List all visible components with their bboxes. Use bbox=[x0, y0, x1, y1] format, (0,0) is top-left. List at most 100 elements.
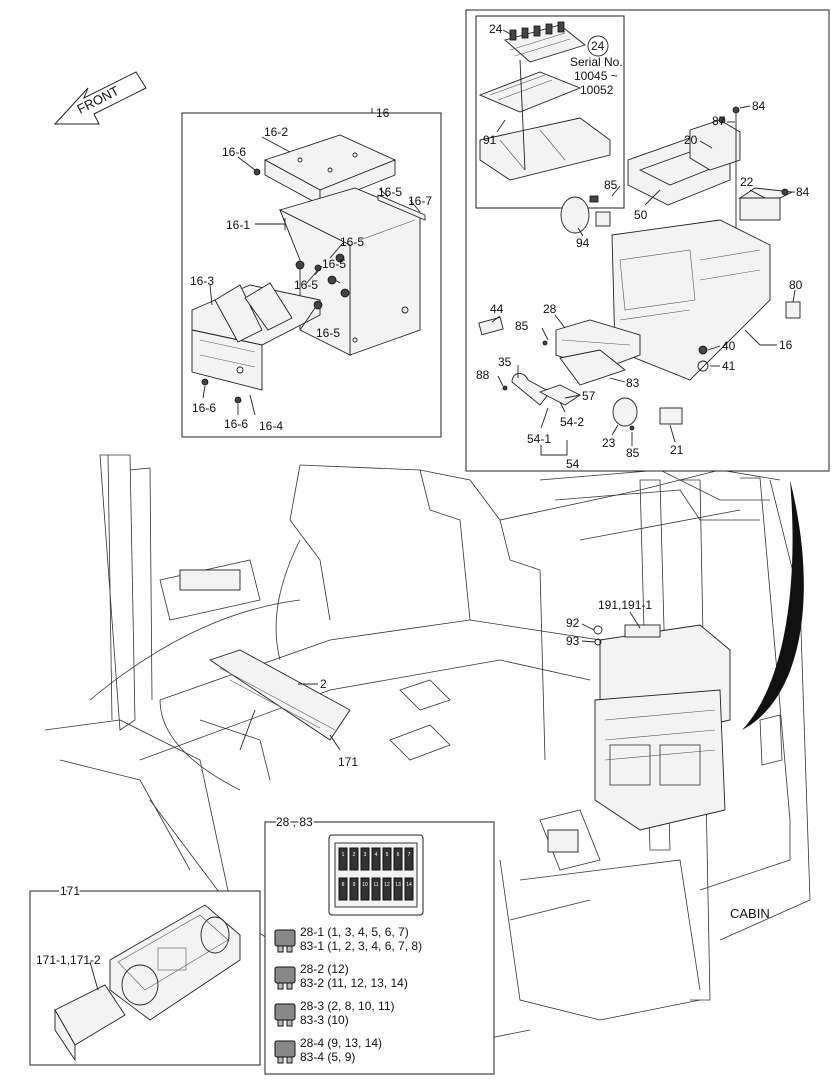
callout-16-5-rail: 16-5 bbox=[378, 185, 402, 199]
detail-box-16: 16 bbox=[181, 106, 442, 438]
serial-range-1: 10045 ~ bbox=[574, 69, 618, 83]
callout-83: 83 bbox=[626, 376, 640, 390]
callout-40: 40 bbox=[722, 339, 736, 353]
callout-21: 21 bbox=[670, 443, 684, 457]
fuse-slot bbox=[360, 847, 370, 871]
fuse-slot-number: 1 bbox=[342, 852, 345, 858]
fuse-box-title: 28 , 83 bbox=[276, 815, 313, 829]
callout-24-circle: 24 bbox=[591, 39, 605, 53]
fuse-slot-number: 2 bbox=[353, 852, 356, 858]
callout-16-6-bottom: 16-6 bbox=[224, 417, 248, 431]
fuse-legend-line-83: 83-3 (10) bbox=[300, 1013, 349, 1027]
fuse-slot bbox=[404, 877, 414, 901]
callout-80: 80 bbox=[789, 278, 803, 292]
cab-electrical-box: 191,191-1 92 93 bbox=[566, 598, 731, 831]
fuse-slot-number: 8 bbox=[342, 882, 345, 888]
callout-16-3: 16-3 bbox=[190, 274, 214, 288]
relay-block-24 bbox=[478, 21, 611, 181]
callout-16-1: 16-1 bbox=[226, 218, 250, 232]
fuse-slot bbox=[371, 877, 381, 901]
fuse-slot-number: 7 bbox=[408, 852, 411, 858]
fuse-slot bbox=[371, 847, 381, 871]
fuse-slot bbox=[338, 847, 348, 871]
callout-84-right: 84 bbox=[796, 185, 810, 199]
callout-16-6-top: 16-6 bbox=[222, 145, 246, 159]
callout-54: 54 bbox=[566, 457, 580, 471]
fuse-slot bbox=[393, 847, 403, 871]
callout-16-4: 16-4 bbox=[259, 419, 283, 433]
callout-84-top: 84 bbox=[752, 99, 766, 113]
callout-50: 50 bbox=[634, 208, 648, 222]
fuse-legend-line-83: 83-2 (11, 12, 13, 14) bbox=[300, 976, 408, 990]
callout-2: 2 bbox=[320, 677, 327, 691]
fuse-slot bbox=[349, 877, 359, 901]
callout-24: 24 bbox=[489, 22, 503, 36]
fuse-legend-line-28: 28-2 (12) bbox=[300, 962, 349, 976]
callout-44: 44 bbox=[490, 302, 504, 316]
fuse-slot-number: 9 bbox=[353, 882, 356, 888]
fuse-slot-number: 13 bbox=[395, 882, 401, 888]
callout-41: 41 bbox=[722, 359, 736, 373]
fuse-slot-number: 11 bbox=[373, 882, 378, 888]
callout-22: 22 bbox=[740, 175, 754, 189]
callout-54-2: 54-2 bbox=[560, 415, 584, 429]
blade-fuse-icon bbox=[274, 929, 296, 953]
callout-16-7: 16-7 bbox=[408, 194, 432, 208]
blade-fuse-icon bbox=[274, 1003, 296, 1027]
fuse-slot bbox=[382, 847, 392, 871]
callout-35: 35 bbox=[498, 355, 512, 369]
blade-fuse-icon bbox=[274, 1040, 296, 1064]
callout-93: 93 bbox=[566, 634, 580, 648]
fuse-slot-number: 4 bbox=[375, 852, 378, 858]
fuse-slot bbox=[382, 877, 392, 901]
fuse-slot-number: 10 bbox=[362, 882, 368, 888]
callout-57: 57 bbox=[582, 389, 596, 403]
fuse-legend-list: 28-1 (1, 3, 4, 5, 6, 7)83-1 (1, 2, 3, 4,… bbox=[274, 925, 422, 1064]
callout-16-5-b: 16-5 bbox=[322, 257, 346, 271]
fuse-slot-number: 6 bbox=[397, 852, 400, 858]
callout-16-5-d: 16-5 bbox=[316, 326, 340, 340]
callout-85-top: 85 bbox=[604, 178, 618, 192]
fuse-slot bbox=[360, 877, 370, 901]
callout-88: 88 bbox=[476, 368, 490, 382]
callout-28: 28 bbox=[543, 302, 557, 316]
fuse-slot bbox=[404, 847, 414, 871]
callout-54-1: 54-1 bbox=[527, 432, 551, 446]
callout-16-5-c: 16-5 bbox=[294, 278, 318, 292]
cabin-label: CABIN bbox=[730, 906, 770, 921]
callout-85-bottom: 85 bbox=[626, 446, 640, 460]
detail-box-171: 171 171-1,171-2 bbox=[29, 882, 261, 1066]
callout-87: 87 bbox=[712, 114, 726, 128]
callout-16-5-a: 16-5 bbox=[340, 235, 364, 249]
fuse-slot bbox=[338, 877, 348, 901]
fuse-slot-number: 14 bbox=[406, 882, 412, 888]
box171-title: 171 bbox=[60, 884, 80, 898]
fuse-slot bbox=[349, 847, 359, 871]
cabin-drawing bbox=[44, 205, 811, 1041]
fuse-legend-line-28: 28-4 (9, 13, 14) bbox=[300, 1036, 382, 1050]
front-arrow: FRONT bbox=[53, 71, 147, 125]
callout-85-left: 85 bbox=[515, 319, 529, 333]
callout-23: 23 bbox=[602, 436, 616, 450]
blade-fuse-icon bbox=[274, 966, 296, 990]
callout-171-cab: 171 bbox=[338, 755, 358, 769]
fuse-slot-number: 5 bbox=[386, 852, 389, 858]
callout-94: 94 bbox=[576, 236, 590, 250]
serial-label: Serial No. bbox=[570, 55, 623, 69]
detail-box-main: 24 24 Serial No. 10045 ~ 10052 91 bbox=[465, 9, 830, 472]
serial-range-2: 10052 bbox=[580, 83, 614, 97]
fuse-slot bbox=[393, 877, 403, 901]
callout-191: 191,191-1 bbox=[598, 598, 652, 612]
instrument-cluster-in-cab: 2 171 bbox=[208, 649, 358, 769]
callout-171-1: 171-1,171-2 bbox=[36, 953, 101, 967]
callout-20: 20 bbox=[684, 133, 698, 147]
fuse-legend-line-28: 28-3 (2, 8, 10, 11) bbox=[300, 999, 395, 1013]
fuse-legend-line-28: 28-1 (1, 3, 4, 5, 6, 7) bbox=[300, 925, 409, 939]
callout-92: 92 bbox=[566, 616, 580, 630]
callout-16-6-left: 16-6 bbox=[192, 401, 216, 415]
fuse-legend-line-83: 83-4 (5, 9) bbox=[300, 1050, 355, 1064]
callout-16-2: 16-2 bbox=[264, 125, 288, 139]
